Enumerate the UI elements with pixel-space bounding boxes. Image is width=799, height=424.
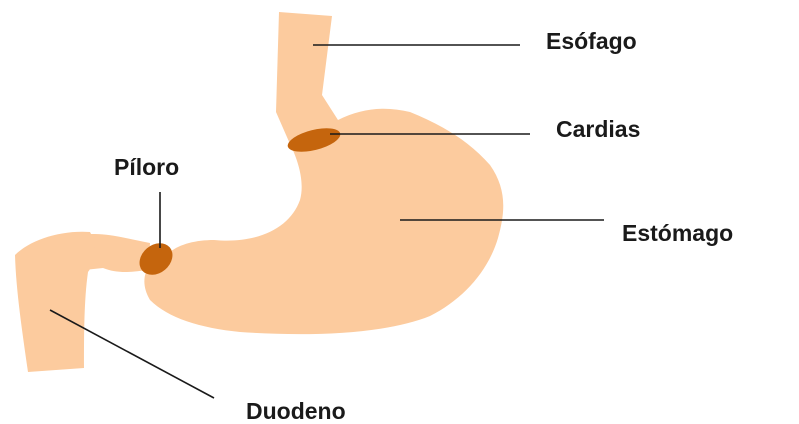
duodeno-label: Duodeno bbox=[246, 400, 346, 423]
esofago-label: Esófago bbox=[546, 30, 637, 53]
piloro-label: Píloro bbox=[114, 156, 179, 179]
estomago-label: Estómago bbox=[622, 222, 733, 245]
cardias-label: Cardias bbox=[556, 118, 640, 141]
esophagus-stomach-shape bbox=[144, 12, 503, 334]
duodenum-shape bbox=[15, 232, 94, 372]
